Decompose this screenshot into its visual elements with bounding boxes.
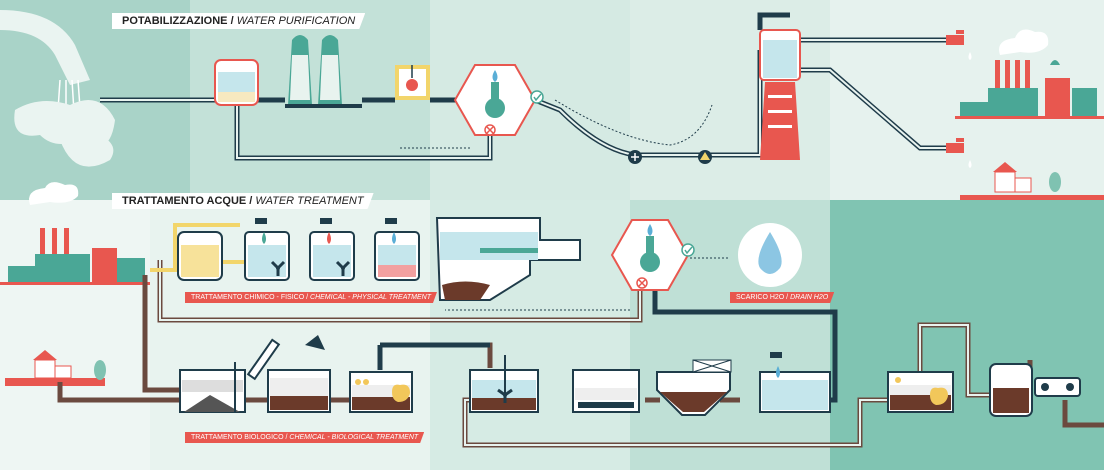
tag-en: CHEMICAL - BIOLOGICAL TREATMENT — [289, 434, 419, 441]
chemical-tank-2 — [244, 218, 290, 281]
tag-it: TRATTAMENTO CHIMICO - FISICO — [191, 294, 305, 301]
chemical-tank-3 — [309, 218, 355, 281]
bio-tank-2 — [267, 369, 331, 413]
waterfall-pipe-icon — [0, 10, 116, 167]
chemical-tank-4 — [374, 218, 420, 281]
tag-it: TRATTAMENTO BIOLOGICO — [191, 434, 284, 441]
drain-drop-icon — [738, 223, 802, 287]
factory-icon-top — [955, 29, 1104, 119]
fan-icon-3 — [497, 388, 513, 403]
aeration-tank-2 — [572, 369, 640, 413]
bg-top-col4 — [630, 0, 830, 200]
pump-icon — [698, 150, 712, 164]
drop-icon-4 — [776, 366, 780, 378]
tap-icon-top — [946, 30, 972, 60]
drop-icon-3 — [392, 232, 396, 244]
digester-tank — [989, 363, 1081, 417]
cross-icon-bottom — [636, 277, 648, 289]
water-tower-icon — [759, 29, 801, 160]
conveyor-icon — [246, 335, 325, 381]
cooling-tower-icon — [285, 35, 362, 108]
tag-en: CHEMICAL - PHYSICAL TREATMENT — [310, 294, 431, 301]
houses-icon-bottom — [5, 350, 106, 386]
tag-en: DRAIN H2O — [790, 294, 829, 301]
section-title-it: TRATTAMENTO ACQUE — [122, 195, 247, 207]
tree-icon-top — [1049, 172, 1061, 192]
lab-flask-icon-top — [453, 64, 537, 136]
section-title-en: WATER TREATMENT — [255, 195, 364, 207]
clean-water-tank — [759, 352, 831, 413]
duck-icon-2 — [930, 387, 948, 405]
tree-icon-bottom — [94, 360, 106, 380]
bg-bot-left — [0, 200, 150, 470]
lamp-icon — [395, 65, 430, 100]
drop-icon-2 — [327, 232, 331, 244]
fan-icon-2 — [335, 260, 351, 276]
hopper-tank — [656, 359, 732, 416]
chemical-tank-1 — [177, 231, 223, 281]
top-flow-arrow — [554, 99, 713, 146]
tag-chemical-treatment: TRATTAMENTO CHIMICO - FISICO / CHEMICAL … — [185, 292, 437, 303]
tag-biological-treatment: TRATTAMENTO BIOLOGICO / CHEMICAL - BIOLO… — [185, 432, 424, 443]
check-icon-top — [530, 90, 544, 104]
check-icon-bottom — [681, 243, 695, 257]
yellow-pipes — [150, 223, 245, 272]
section-title-treatment: TRATTAMENTO ACQUE / WATER TREATMENT — [112, 193, 374, 209]
tag-it: SCARICO H2O — [736, 294, 785, 301]
settling-tank-top — [214, 59, 259, 106]
bio-tank-4 — [887, 371, 954, 413]
bio-tank-3 — [349, 371, 413, 413]
section-title-potabilization: POTABILIZZAZIONE / WATER PURIFICATION — [112, 13, 365, 29]
duck-icon-1 — [392, 384, 410, 402]
drop-icon-1 — [262, 232, 266, 244]
houses-icon-top — [960, 162, 1104, 200]
tap-icon-bottom — [946, 138, 972, 168]
lab-flask-icon-bottom — [610, 219, 690, 291]
cross-icon-top — [484, 124, 496, 136]
bio-tank-1 — [179, 362, 246, 413]
section-title-en: WATER PURIFICATION — [236, 15, 356, 27]
brown-pipes-inner — [159, 260, 990, 446]
section-title-it: POTABILIZZAZIONE — [122, 15, 228, 27]
plus-icon — [628, 150, 642, 164]
clarifier-tank — [435, 217, 581, 301]
aeration-tank-1 — [469, 355, 539, 413]
tag-drain: SCARICO H2O / DRAIN H2O — [730, 292, 834, 303]
factory-icon-bottom — [0, 182, 150, 285]
fan-icon-1 — [270, 260, 286, 276]
